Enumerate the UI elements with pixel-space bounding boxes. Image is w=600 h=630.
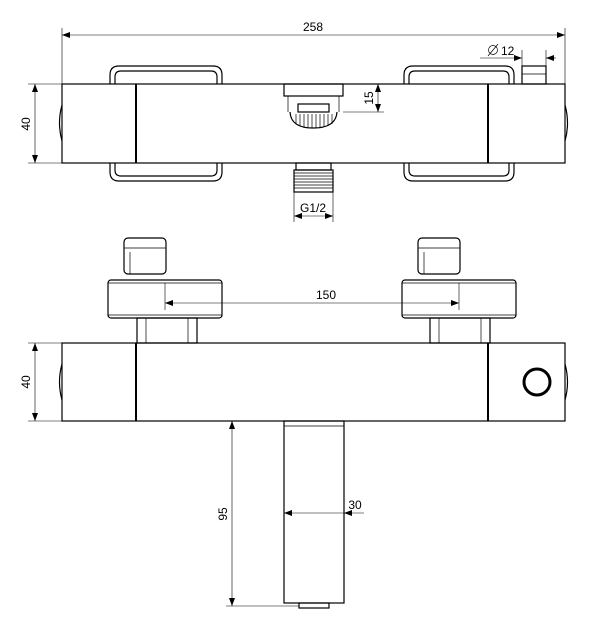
dimension-spout-length: 95 [216, 420, 299, 607]
dimension-centres-label: 150 [316, 288, 336, 302]
top-view-left-handle [109, 65, 223, 182]
dimension-handle-diameter: 12 [480, 43, 556, 66]
top-view-outlet [283, 83, 344, 129]
dimension-spout-width: 30 [284, 498, 364, 516]
top-view-knob [521, 65, 547, 85]
dimension-handle-diameter-label: 12 [501, 44, 515, 58]
dimension-inlet-thread: G1/2 [293, 192, 334, 222]
front-view-spout [283, 420, 345, 609]
dimension-top-height: 40 [19, 83, 62, 164]
top-view-inlet [293, 162, 334, 193]
aerator-grille [295, 114, 333, 128]
selector-ring-icon [522, 367, 552, 397]
front-view-body [58, 342, 569, 422]
dimension-outlet-depth: 15 [343, 83, 384, 113]
front-view: 150 40 95 30 [19, 237, 569, 609]
dimension-outlet-depth-label: 15 [362, 91, 376, 105]
front-view-left-connector [107, 237, 223, 344]
dimension-top-height-label: 40 [19, 117, 33, 131]
top-view-right-handle [403, 65, 515, 182]
dimension-inlet-thread-label: G1/2 [300, 201, 326, 215]
dimension-overall-width: 258 [61, 20, 566, 84]
dimension-front-height-label: 40 [19, 375, 33, 389]
top-view: 258 40 12 15 [19, 20, 569, 222]
dimension-front-height: 40 [19, 342, 62, 422]
dimension-centres: 150 [164, 283, 460, 310]
thread-lines [294, 172, 333, 189]
dimension-spout-width-label: 30 [348, 498, 362, 512]
dimension-spout-length-label: 95 [216, 507, 230, 521]
diameter-symbol-icon [487, 43, 499, 57]
dimension-overall-width-label: 258 [303, 20, 323, 34]
